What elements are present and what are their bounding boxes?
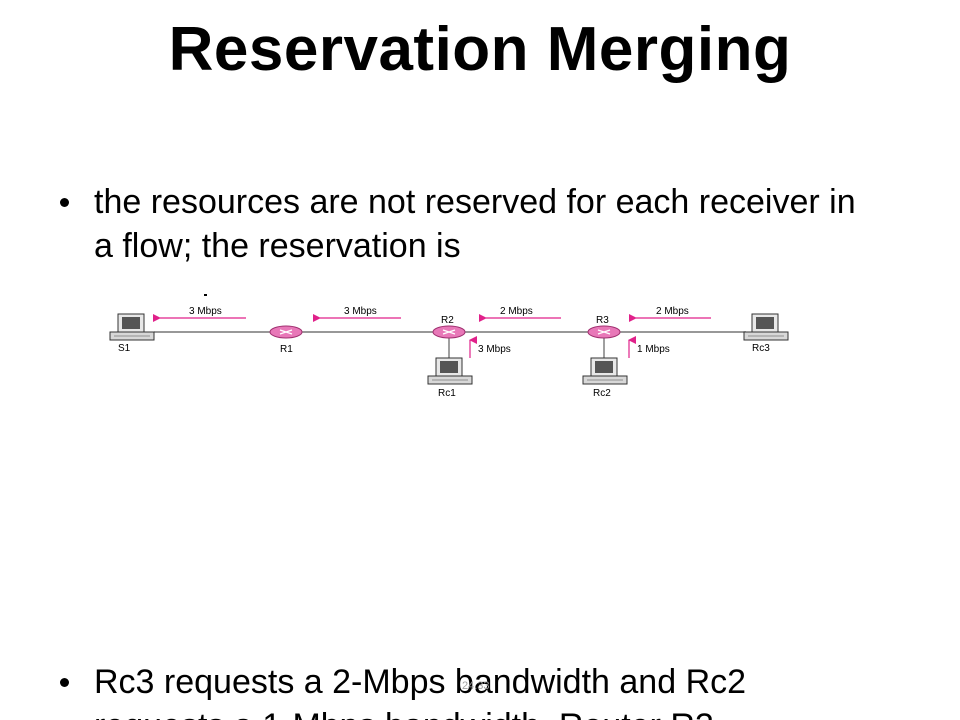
node-label-rc1: Rc1 — [438, 388, 456, 399]
node-label-r2: R2 — [441, 315, 454, 326]
s1-computer-icon — [109, 313, 155, 341]
node-label-s1: S1 — [118, 343, 131, 354]
label-r1-r2: 3 Mbps — [344, 306, 377, 317]
node-label-rc3: Rc3 — [752, 343, 770, 354]
r2-router-icon — [432, 325, 466, 339]
label-rc2-r3: 1 Mbps — [637, 344, 670, 355]
rc1-computer-icon — [427, 357, 473, 385]
slide-number: 24.33 — [462, 680, 490, 692]
rc2-computer-icon — [582, 357, 628, 385]
node-label-r3: R3 — [596, 315, 609, 326]
bullet-1-text: the resources are not reserved for each … — [94, 183, 856, 265]
bullet-dot — [60, 678, 69, 687]
label-s1-r1: 3 Mbps — [189, 306, 222, 317]
bullet-2-tail: requests a 1-Mbps bandwidth. Router R3 — [94, 704, 714, 720]
bullet-1: the resources are not reserved for each … — [60, 180, 860, 268]
bullet-dot — [60, 198, 69, 207]
node-label-r1: R1 — [280, 344, 293, 355]
network-diagram: S1 R1 R2 R3 Rc3 — [96, 296, 816, 406]
r1-router-icon — [269, 325, 303, 339]
label-rc1-r2: 3 Mbps — [478, 344, 511, 355]
rc3-computer-icon — [743, 313, 789, 341]
slide-title: Reservation Merging — [168, 15, 792, 84]
bullet-2-text: Rc3 requests a 2-Mbps bandwidth and Rc2 — [94, 663, 747, 701]
node-label-rc2: Rc2 — [593, 388, 611, 399]
label-r2-r3: 2 Mbps — [500, 306, 533, 317]
label-r3-rc3: 2 Mbps — [656, 306, 689, 317]
bullet-2: Rc3 requests a 2-Mbps bandwidth and Rc2 — [60, 660, 860, 704]
r3-router-icon — [587, 325, 621, 339]
